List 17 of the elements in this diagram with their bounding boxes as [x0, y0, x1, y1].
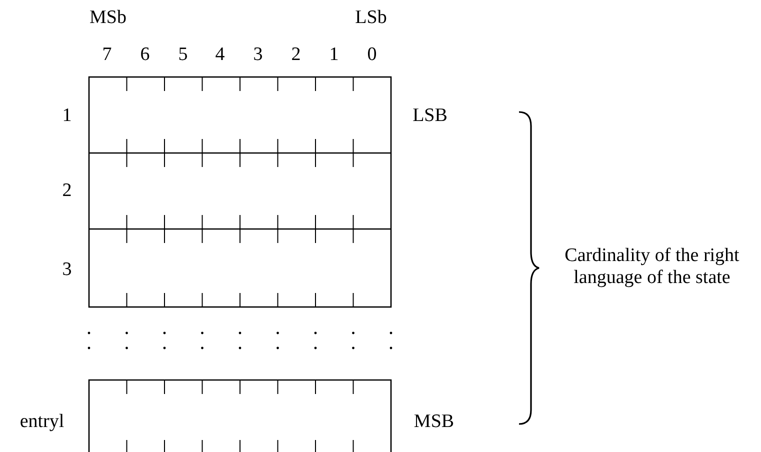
- row-label: entryl: [20, 411, 64, 433]
- bit-order-label: LSb: [355, 7, 387, 29]
- bit-number: 5: [178, 44, 188, 66]
- byte-order-label: MSB: [414, 411, 454, 433]
- row-number: 2: [62, 180, 72, 202]
- bit-number: 6: [140, 44, 150, 66]
- row-number: 1: [62, 105, 72, 127]
- bit-number: 7: [102, 44, 112, 66]
- bit-number: 3: [253, 44, 263, 66]
- bit-number: 0: [367, 44, 377, 66]
- bit-number: 2: [291, 44, 301, 66]
- annotation-text: Cardinality of the right language of the state: [564, 245, 740, 289]
- bit-order-label: MSb: [90, 7, 126, 29]
- bit-number: 1: [329, 44, 339, 66]
- byte-order-label: LSB: [412, 105, 448, 127]
- row-number: 3: [62, 259, 72, 281]
- bit-number: 4: [215, 44, 225, 66]
